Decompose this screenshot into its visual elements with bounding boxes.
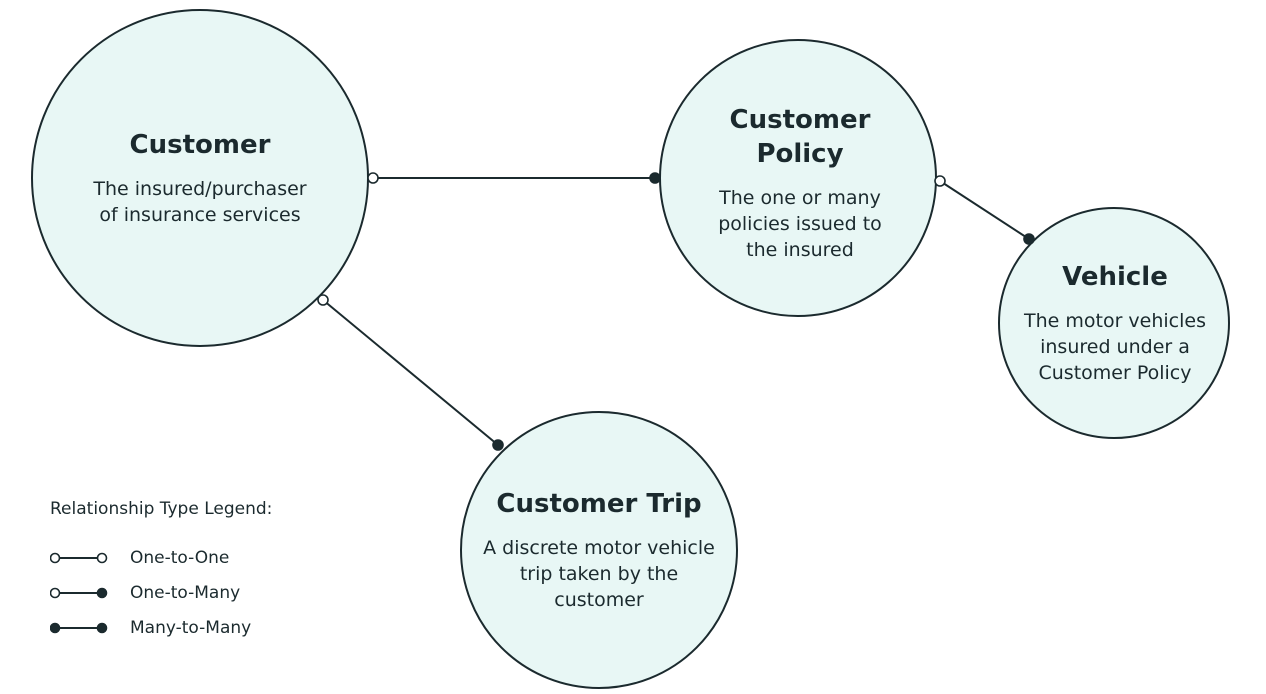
legend-item-one-to-one: One-to-One [50, 540, 272, 575]
customer-policy-entity: Customer Policy The one or many policies… [690, 103, 910, 263]
endpoint-filled [492, 439, 504, 451]
legend-item-one-to-many: One-to-Many [50, 575, 272, 610]
description-line: The motor vehicles [1023, 310, 1206, 332]
customer-trip-title: Customer Trip [496, 489, 702, 519]
legend-title: Relationship Type Legend: [50, 499, 273, 519]
description-line: A discrete motor vehicle [483, 537, 715, 559]
endpoint-filled [649, 172, 661, 184]
customer-title: Customer [129, 130, 271, 160]
title-line: Policy [756, 139, 844, 169]
description-line: trip taken by the [519, 563, 679, 585]
customer-policy-description: The one or many policies issued to the i… [690, 185, 910, 263]
legend-label: One-to-One [130, 547, 230, 568]
one-to-one-icon [50, 552, 108, 563]
many-to-many-icon [50, 622, 108, 633]
customer-trip-description: A discrete motor vehicle trip taken by t… [468, 535, 730, 613]
endpoint-open [934, 175, 946, 187]
customer-trip-entity: Customer Trip A discrete motor vehicle t… [468, 487, 730, 613]
endpoint-open [367, 172, 379, 184]
connector-policy-vehicle [939, 180, 1030, 240]
customer-trip-node [460, 411, 738, 689]
customer-policy-title: Customer Policy [690, 103, 910, 171]
vehicle-description: The motor vehicles insured under a Custo… [1005, 308, 1225, 386]
customer-description: The insured/purchaser of insurance servi… [70, 176, 330, 228]
endpoint-filled [1023, 233, 1035, 245]
description-line: The insured/purchaser [93, 178, 307, 200]
description-line: of insurance services [99, 204, 301, 226]
description-line: customer [554, 589, 644, 611]
connector-customer-trip [322, 299, 499, 446]
description-line: insured under a [1040, 336, 1190, 358]
description-line: policies issued to [718, 213, 882, 235]
relationship-legend: Relationship Type Legend: One-to-One One… [50, 498, 272, 645]
vehicle-entity: Vehicle The motor vehicles insured under… [1005, 260, 1225, 386]
vehicle-node [998, 207, 1230, 439]
title-line: Customer [729, 105, 871, 135]
endpoint-open [317, 294, 329, 306]
legend-item-many-to-many: Many-to-Many [50, 610, 272, 645]
description-line: The one or many [719, 187, 881, 209]
description-line: Customer Policy [1038, 362, 1192, 384]
one-to-many-icon [50, 587, 108, 598]
customer-entity: Customer The insured/purchaser of insura… [70, 128, 330, 228]
description-line: the insured [746, 239, 854, 261]
legend-label: One-to-Many [130, 582, 241, 603]
legend-label: Many-to-Many [130, 617, 252, 638]
vehicle-title: Vehicle [1062, 262, 1168, 292]
